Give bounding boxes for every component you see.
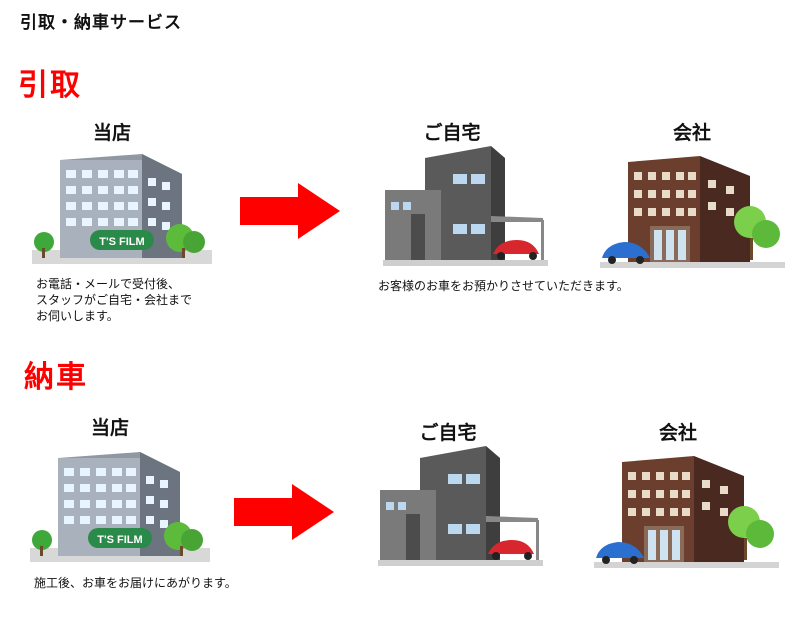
label-shop: 当店: [90, 417, 129, 439]
delivery-shop-description: 施工後、お車をお届けにあがります。: [34, 576, 237, 590]
label-company: 会社: [672, 122, 711, 144]
company-building-illustration: [594, 456, 779, 568]
page-title: 引取・納車サービス: [20, 13, 182, 33]
shop-building-illustration: T'S FILM: [32, 154, 212, 264]
section-heading-pickup: 引取: [18, 68, 82, 103]
shop-sign: T'S FILM: [99, 236, 144, 248]
label-shop: 当店: [92, 122, 131, 144]
home-illustration: [378, 446, 543, 566]
pickup-home-description: お客様のお車をお預かりさせていただきます。: [378, 279, 629, 293]
label-home: ご自宅: [423, 122, 481, 144]
label-home: ご自宅: [419, 422, 477, 444]
arrow-right-icon: [234, 484, 334, 540]
section-heading-delivery: 納車: [24, 360, 88, 395]
shop-sign: T'S FILM: [97, 534, 142, 546]
home-illustration: [383, 146, 548, 266]
company-building-illustration: [600, 156, 785, 268]
label-company: 会社: [658, 422, 697, 444]
pickup-shop-description: お電話・メールで受付後、 スタッフがご自宅・会社まで お伺いします。: [36, 277, 193, 323]
shop-building-illustration: T'S FILM: [30, 452, 210, 562]
arrow-right-icon: [240, 183, 340, 239]
